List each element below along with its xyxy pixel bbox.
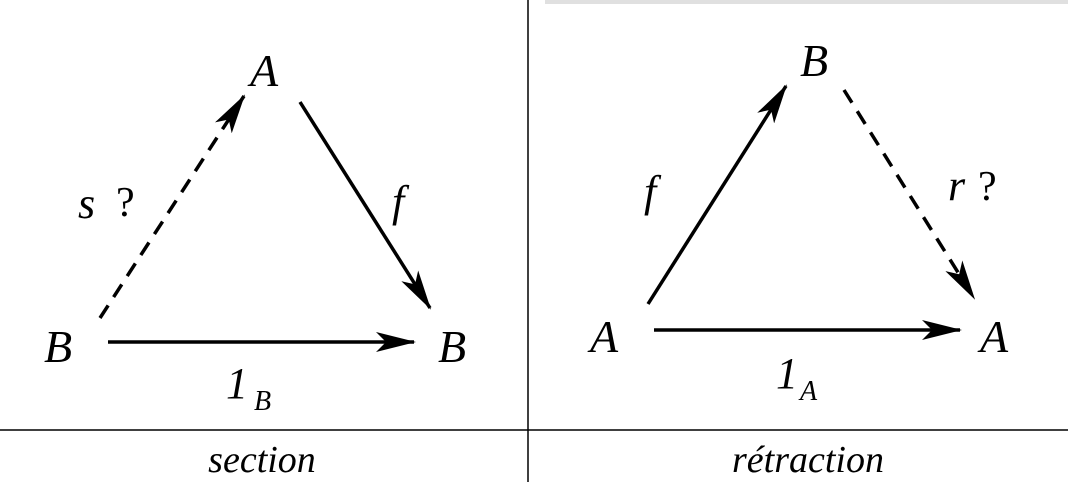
edge-retraction-left bbox=[646, 84, 788, 305]
edge-label-section-s: s bbox=[78, 179, 95, 228]
node-retraction-bottom-right: A bbox=[977, 311, 1009, 362]
edge-retraction-right-dashed bbox=[842, 89, 976, 300]
edge-section-right bbox=[298, 101, 432, 310]
node-section-bottom-left: B bbox=[44, 321, 72, 372]
node-section-top: A bbox=[247, 45, 279, 96]
caption-section: section bbox=[208, 439, 316, 481]
edge-label-section-identity: 1 bbox=[226, 359, 248, 408]
edge-subscript-section-identity: B bbox=[254, 386, 271, 417]
edge-label-retraction-r: r bbox=[948, 161, 966, 210]
edge-section-left-dashed bbox=[98, 94, 246, 319]
edge-label-section-f: f bbox=[392, 177, 410, 226]
edge-mark-retraction-question: ? bbox=[978, 164, 997, 210]
node-retraction-top: B bbox=[800, 35, 828, 86]
caption-retraction: rétraction bbox=[732, 439, 884, 481]
edge-label-retraction-f: f bbox=[644, 167, 662, 216]
edge-label-retraction-identity: 1 bbox=[776, 349, 798, 398]
node-section-bottom-right: B bbox=[438, 321, 466, 372]
panel-section: A B B s ? f 1 B section bbox=[44, 45, 466, 481]
panel-right-top-bar bbox=[545, 0, 1068, 4]
edge-mark-section-question: ? bbox=[116, 180, 135, 226]
edge-subscript-retraction-identity: A bbox=[798, 376, 818, 407]
node-retraction-bottom-left: A bbox=[587, 311, 619, 362]
panel-retraction: B A A f r ? 1 A rétraction bbox=[587, 35, 1009, 481]
